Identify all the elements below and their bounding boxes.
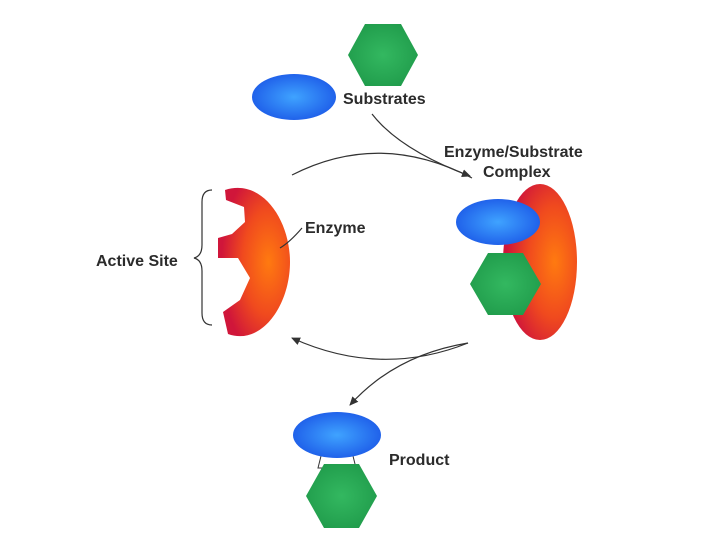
substrates-label: Substrates <box>343 91 426 108</box>
complex-group <box>456 184 577 340</box>
complex-blue-oval-icon <box>456 199 540 245</box>
substrates-group: Substrates <box>252 24 426 120</box>
product-group: Product <box>293 412 450 528</box>
product-blue-oval-icon <box>293 412 381 458</box>
product-label: Product <box>389 452 450 469</box>
enzyme-shape-icon <box>218 187 290 337</box>
complex-to-enzyme-arrow <box>291 337 469 360</box>
enzyme-label: Enzyme <box>305 220 366 237</box>
green-hexagon-icon <box>348 24 418 86</box>
complex-label-line2: Complex <box>483 164 551 181</box>
complex-label-line1: Enzyme/Substrate <box>444 144 583 161</box>
active-site-label: Active Site <box>96 253 178 270</box>
complex-to-product-arrow <box>349 342 469 406</box>
blue-oval-icon <box>252 74 336 120</box>
enzyme-pointer-line <box>279 227 303 249</box>
product-green-hexagon-icon <box>306 464 377 528</box>
free-enzyme-group <box>218 187 290 337</box>
enzyme-to-complex-arrow <box>291 152 473 179</box>
active-site-brace <box>193 189 213 326</box>
complex-green-hexagon-icon <box>470 253 541 315</box>
